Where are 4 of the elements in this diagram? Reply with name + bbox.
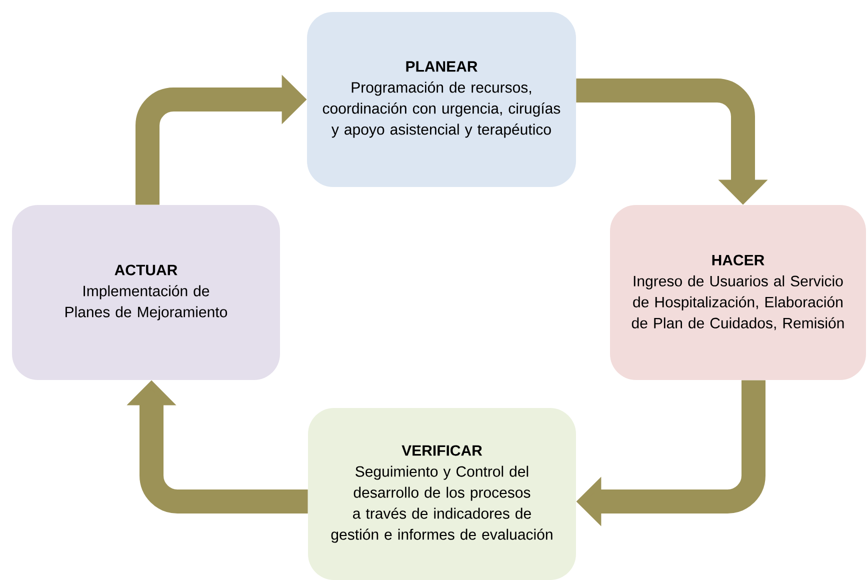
process-box: HACER Ingreso de Usuarios al Servicio de Hospitalización, Elaboración de Plan de Cuidados, Remisión xyxy=(610,205,866,380)
process-box: VERIFICAR Seguimiento y Control del desarrollo de los procesos a través de indicadores de gestión e informes de evaluación xyxy=(308,408,576,580)
process-box: ACTUAR Implementación de Planes de Mejoramiento xyxy=(12,205,280,380)
process-box: PLANEAR Programación de recursos, coordinación con urgencia, cirugías y apoyo asistencial y terapéutico xyxy=(307,12,576,187)
